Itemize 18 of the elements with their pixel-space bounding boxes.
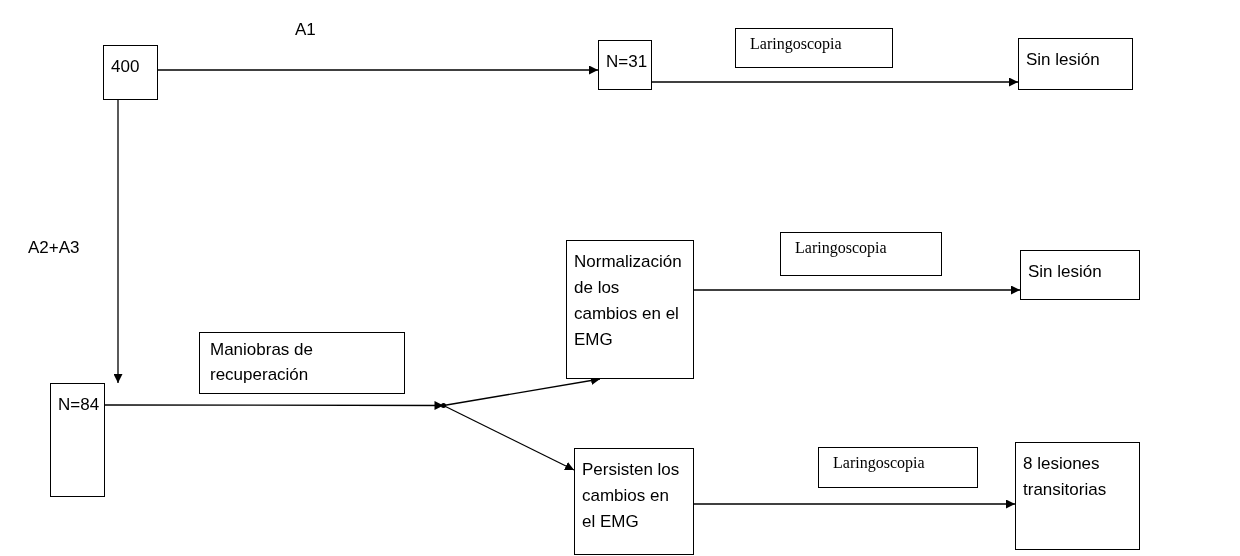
process-box: 8 lesiones transitorias	[1015, 442, 1140, 550]
process-box: Persisten los cambios en el EMG	[574, 448, 694, 555]
process-box: Sin lesión	[1018, 38, 1133, 90]
process-box: Normalización de los cambios en el EMG	[566, 240, 694, 379]
junction-point	[441, 403, 446, 408]
arrow	[693, 499, 1016, 509]
process-box: 400	[103, 45, 158, 100]
edge-label: Maniobras de recuperación	[199, 332, 405, 394]
process-box: Sin lesión	[1020, 250, 1140, 300]
arrow	[651, 77, 1019, 87]
arrow	[157, 65, 599, 75]
process-box: N=84	[50, 383, 105, 497]
process-box: N=31	[598, 40, 652, 90]
arrow	[113, 99, 123, 384]
edge-label: Laringoscopia	[818, 447, 978, 488]
arrow	[693, 285, 1021, 295]
edge-label: Laringoscopia	[735, 28, 893, 68]
edge-label: Laringoscopia	[780, 232, 942, 276]
